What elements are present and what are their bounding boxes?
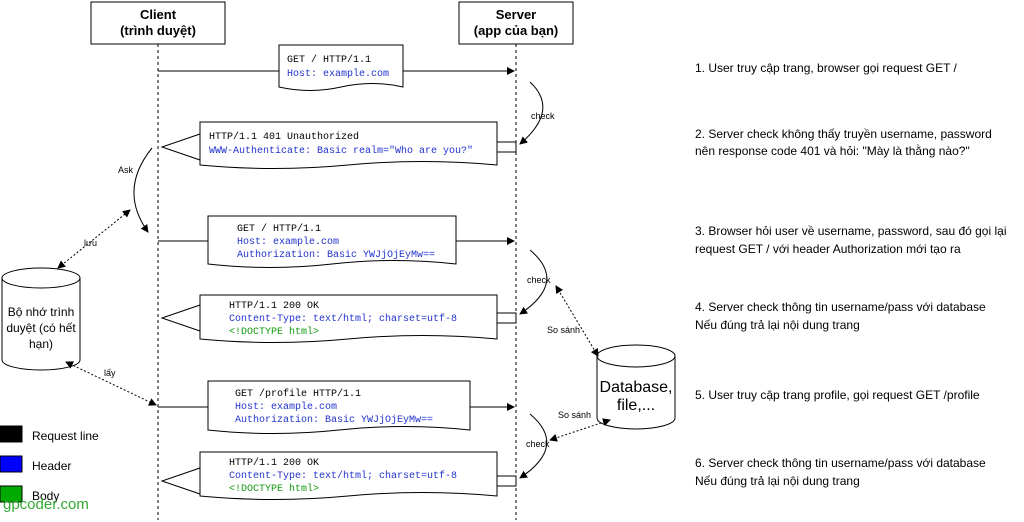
message-5-line-2: Host: example.com	[235, 401, 337, 413]
step-5-line-1: 5. User truy cập trang profile, gọi requ…	[695, 388, 980, 402]
message-3-line-3: Authorization: Basic YWJjOjEyMw==	[237, 249, 435, 261]
check-curve-1	[519, 81, 544, 145]
message-4-line-2: Content-Type: text/html; charset=utf-8	[229, 313, 457, 325]
database-line-1: Database,	[600, 379, 673, 396]
legend-label-body: Body	[32, 489, 59, 503]
get-label: lấy	[104, 368, 116, 378]
step-3-line-1: 3. Browser hỏi user về username, passwor…	[695, 224, 1007, 238]
server-subtitle: (app của bạn)	[474, 23, 559, 38]
step-2-line-2: nên response code 401 và hỏi: "Mày là th…	[695, 143, 970, 158]
step-4-line-1: 4. Server check thông tin username/pass …	[695, 300, 986, 314]
message-1-line-2: Host: example.com	[287, 68, 389, 80]
message-box-3: GET / HTTP/1.1 Host: example.com Authori…	[207, 215, 457, 268]
database-cylinder: Database, file,...	[596, 344, 676, 430]
legend-swatch-request-line	[0, 425, 23, 443]
legend-swatch-body	[0, 485, 23, 503]
message-5-line-1: GET /profile HTTP/1.1	[235, 388, 361, 400]
message-5-line-3: Authorization: Basic YWJjOjEyMw==	[235, 414, 433, 426]
legend-label-request-line: Request line	[32, 429, 99, 443]
client-title: Client	[140, 7, 177, 22]
step-6-line-1: 6. Server check thông tin username/pass …	[695, 456, 986, 470]
database-line-2: file,...	[617, 397, 655, 414]
legend-label-header: Header	[32, 459, 71, 473]
message-1-line-1: GET / HTTP/1.1	[287, 54, 371, 66]
check-label-1: check	[531, 111, 555, 121]
watermark-text: gpcoder.com	[3, 496, 89, 513]
message-2-line-2: WWW-Authenticate: Basic realm="Who are y…	[209, 145, 473, 157]
compare-connector-1	[555, 285, 599, 357]
get-connector	[65, 361, 157, 406]
client-subtitle: (trình duyệt)	[120, 23, 196, 38]
message-6-line-2: Content-Type: text/html; charset=utf-8	[229, 470, 457, 482]
compare-label-1: So sánh	[547, 325, 580, 335]
compare-label-2: So sánh	[558, 410, 591, 420]
message-box-5: GET /profile HTTP/1.1 Host: example.com …	[207, 380, 471, 434]
step-2-line-1: 2. Server check không thấy truyền userna…	[695, 127, 992, 141]
step-4-line-2: Nếu đúng trả lại nội dung trang	[695, 318, 860, 332]
message-2-line-1: HTTP/1.1 401 Unauthorized	[209, 131, 359, 143]
message-box-2: HTTP/1.1 401 Unauthorized WWW-Authentica…	[199, 121, 498, 169]
client-actor: Client (trình duyệt)	[90, 1, 226, 45]
compare-connector-2	[549, 418, 611, 442]
ask-curve	[133, 147, 153, 233]
message-box-4: HTTP/1.1 200 OK Content-Type: text/html;…	[199, 294, 498, 343]
message-box-1: GET / HTTP/1.1 Host: example.com	[278, 44, 404, 91]
message-box-6: HTTP/1.1 200 OK Content-Type: text/html;…	[199, 451, 498, 500]
browser-storage-cylinder: Bộ nhớ trình duyệt (có hết hạn)	[1, 267, 81, 371]
step-descriptions: 1. User truy cập trang, browser gọi requ…	[695, 61, 1007, 488]
server-title: Server	[496, 7, 536, 22]
step-1-line-1: 1. User truy cập trang, browser gọi requ…	[695, 61, 958, 75]
server-actor: Server (app của bạn)	[458, 1, 574, 45]
ask-label: Ask	[118, 165, 134, 175]
message-3-line-2: Host: example.com	[237, 236, 339, 248]
message-6-line-1: HTTP/1.1 200 OK	[229, 457, 319, 469]
browser-storage-line-3: hạn)	[29, 337, 53, 351]
check-curve-2	[519, 249, 548, 315]
step-6-line-2: Nếu đúng trả lại nội dung trang	[695, 474, 860, 488]
legend: Request line Header Body	[0, 425, 99, 503]
browser-storage-line-1: Bộ nhớ trình	[8, 305, 75, 319]
check-curve-3	[519, 413, 548, 479]
message-3-line-1: GET / HTTP/1.1	[237, 223, 321, 235]
step-3-line-2: request GET / với header Authorization m…	[695, 242, 961, 256]
message-4-line-1: HTTP/1.1 200 OK	[229, 300, 319, 312]
message-6-line-3: <!DOCTYPE html>	[229, 483, 319, 495]
legend-swatch-header	[0, 455, 23, 473]
check-label-2: check	[527, 275, 551, 285]
check-label-3: check	[526, 439, 550, 449]
save-label: lưu	[84, 238, 97, 248]
save-connector	[57, 209, 131, 269]
browser-storage-line-2: duyệt (có hết	[6, 321, 76, 335]
message-4-line-3: <!DOCTYPE html>	[229, 326, 319, 338]
